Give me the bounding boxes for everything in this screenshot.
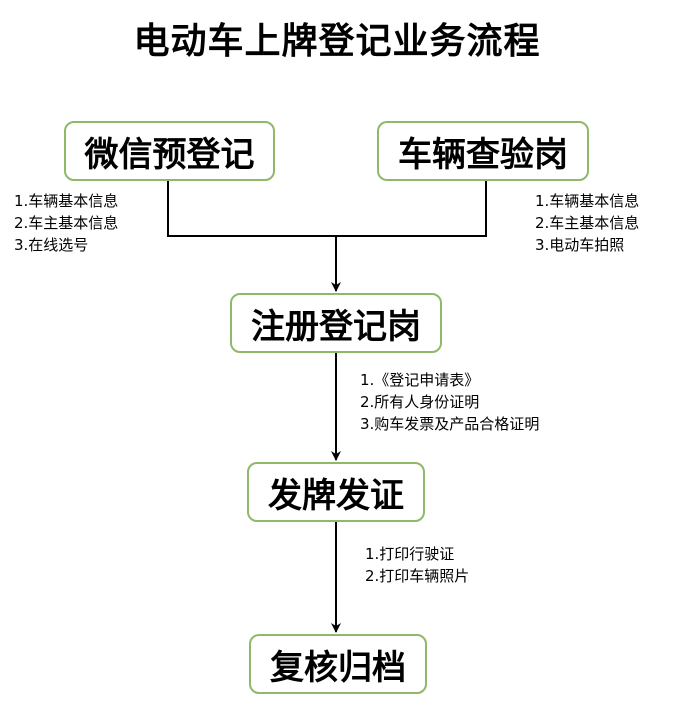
note-item: 3.电动车拍照 [535,236,625,254]
diagram-title: 电动车上牌登记业务流程 [133,20,541,62]
note-item: 3.在线选号 [14,236,89,254]
note-item: 2.所有人身份证明 [360,393,480,411]
node-vehicle-inspection: 车辆查验岗 [377,121,589,181]
node-registration: 注册登记岗 [230,293,442,353]
notes-vehicle-inspection: 1.车辆基本信息 2.车主基本信息 3.电动车拍照 [535,190,639,256]
note-item: 1.打印行驶证 [365,545,455,563]
note-item: 1.车辆基本信息 [14,192,119,210]
notes-registration: 1.《登记申请表》 2.所有人身份证明 3.购车发票及产品合格证明 [360,369,539,435]
node-wechat-prereg: 微信预登记 [64,121,275,181]
note-item: 1.《登记申请表》 [360,371,480,389]
node-review-archive: 复核归档 [249,634,427,694]
notes-wechat-prereg: 1.车辆基本信息 2.车主基本信息 3.在线选号 [14,190,118,256]
note-item: 2.打印车辆照片 [365,567,470,585]
note-item: 1.车辆基本信息 [535,192,640,210]
note-item: 2.车主基本信息 [14,214,119,232]
note-item: 3.购车发票及产品合格证明 [360,415,540,433]
note-item: 2.车主基本信息 [535,214,640,232]
node-plate-issue: 发牌发证 [247,462,425,522]
notes-plate-issue: 1.打印行驶证 2.打印车辆照片 [365,543,469,587]
